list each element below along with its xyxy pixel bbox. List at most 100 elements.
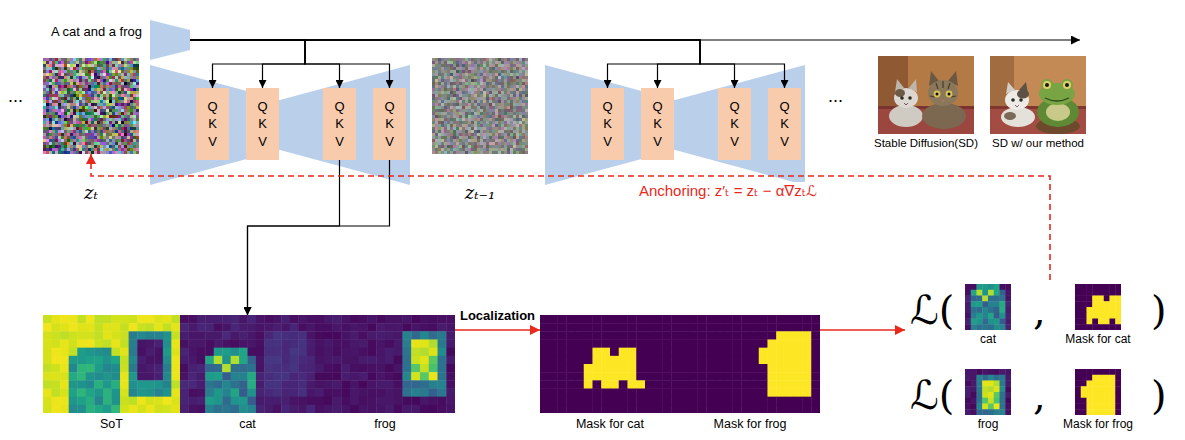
noise-pixel <box>88 91 91 94</box>
image-picture <box>432 58 528 154</box>
noise-pixel <box>459 103 462 106</box>
noise-pixel <box>58 112 61 115</box>
noise-pixel <box>106 58 109 61</box>
noise-pixel <box>462 91 465 94</box>
connector <box>248 160 340 315</box>
noise-pixel <box>52 79 55 82</box>
noise-pixel <box>504 112 507 115</box>
noise-pixel <box>456 76 459 79</box>
noise-pixel <box>55 130 58 133</box>
noise-pixel <box>456 106 459 109</box>
noise-pixel <box>498 76 501 79</box>
noise-pixel <box>468 109 471 112</box>
noise-pixel <box>127 151 130 154</box>
noise-pixel <box>522 142 525 145</box>
noise-pixel <box>519 58 522 61</box>
noise-pixel <box>432 76 435 79</box>
noise-pixel <box>507 82 510 85</box>
noise-pixel <box>103 88 106 91</box>
noise-pixel <box>61 67 64 70</box>
noise-pixel <box>79 136 82 139</box>
noise-pixel <box>133 127 136 130</box>
noise-pixel <box>453 136 456 139</box>
noise-pixel <box>55 127 58 130</box>
noise-pixel <box>513 118 516 121</box>
noise-pixel <box>136 91 139 94</box>
noise-pixel <box>459 130 462 133</box>
noise-pixel <box>88 67 91 70</box>
noise-pixel <box>453 106 456 109</box>
noise-pixel <box>43 100 46 103</box>
noise-pixel <box>127 91 130 94</box>
noise-pixel <box>133 103 136 106</box>
noise-pixel <box>67 103 70 106</box>
noise-pixel <box>91 64 94 67</box>
noise-pixel <box>492 118 495 121</box>
noise-pixel <box>106 85 109 88</box>
noise-pixel <box>106 148 109 151</box>
noise-pixel <box>477 97 480 100</box>
noise-pixel <box>510 139 513 142</box>
noise-pixel <box>519 79 522 82</box>
noise-pixel <box>82 67 85 70</box>
noise-pixel <box>61 70 64 73</box>
noise-pixel <box>450 64 453 67</box>
noise-pixel <box>133 70 136 73</box>
noise-pixel <box>61 61 64 64</box>
noise-pixel <box>106 61 109 64</box>
noise-pixel <box>480 85 483 88</box>
noise-pixel <box>43 58 46 61</box>
noise-pixel <box>118 64 121 67</box>
noise-pixel <box>462 121 465 124</box>
noise-pixel <box>516 115 519 118</box>
noise-pixel <box>456 103 459 106</box>
noise-pixel <box>483 121 486 124</box>
noise-pixel <box>46 73 49 76</box>
noise-pixel <box>510 115 513 118</box>
noise-pixel <box>453 109 456 112</box>
noise-pixel <box>480 106 483 109</box>
noise-pixel <box>486 88 489 91</box>
noise-pixel <box>480 61 483 64</box>
noise-pixel <box>118 121 121 124</box>
noise-pixel <box>453 133 456 136</box>
noise-pixel <box>516 121 519 124</box>
noise-pixel <box>522 130 525 133</box>
noise-pixel <box>124 109 127 112</box>
noise-pixel <box>73 118 76 121</box>
noise-pixel <box>477 67 480 70</box>
noise-pixel <box>127 88 130 91</box>
noise-pixel <box>58 139 61 142</box>
noise-pixel <box>519 82 522 85</box>
noise-pixel <box>136 115 139 118</box>
noise-pixel <box>97 82 100 85</box>
noise-pixel <box>441 127 444 130</box>
noise-pixel <box>70 100 73 103</box>
noise-pixel <box>52 124 55 127</box>
noise-pixel <box>130 133 133 136</box>
noise-pixel <box>85 73 88 76</box>
noise-pixel <box>121 127 124 130</box>
noise-pixel <box>519 73 522 76</box>
noise-pixel <box>432 94 435 97</box>
noise-pixel <box>456 136 459 139</box>
noise-pixel <box>76 148 79 151</box>
noise-pixel <box>432 88 435 91</box>
noise-pixel <box>100 139 103 142</box>
noise-pixel <box>46 97 49 100</box>
noise-pixel <box>498 115 501 118</box>
noise-pixel <box>88 118 91 121</box>
noise-pixel <box>55 145 58 148</box>
noise-pixel <box>468 106 471 109</box>
attention-block: Q K V <box>323 88 356 160</box>
noise-pixel <box>444 121 447 124</box>
noise-pixel <box>70 106 73 109</box>
noise-pixel <box>124 115 127 118</box>
noise-pixel <box>58 82 61 85</box>
noise-pixel <box>46 76 49 79</box>
noise-pixel <box>130 76 133 79</box>
noise-pixel <box>118 67 121 70</box>
noise-pixel <box>495 109 498 112</box>
noise-pixel <box>507 103 510 106</box>
noise-pixel <box>495 133 498 136</box>
